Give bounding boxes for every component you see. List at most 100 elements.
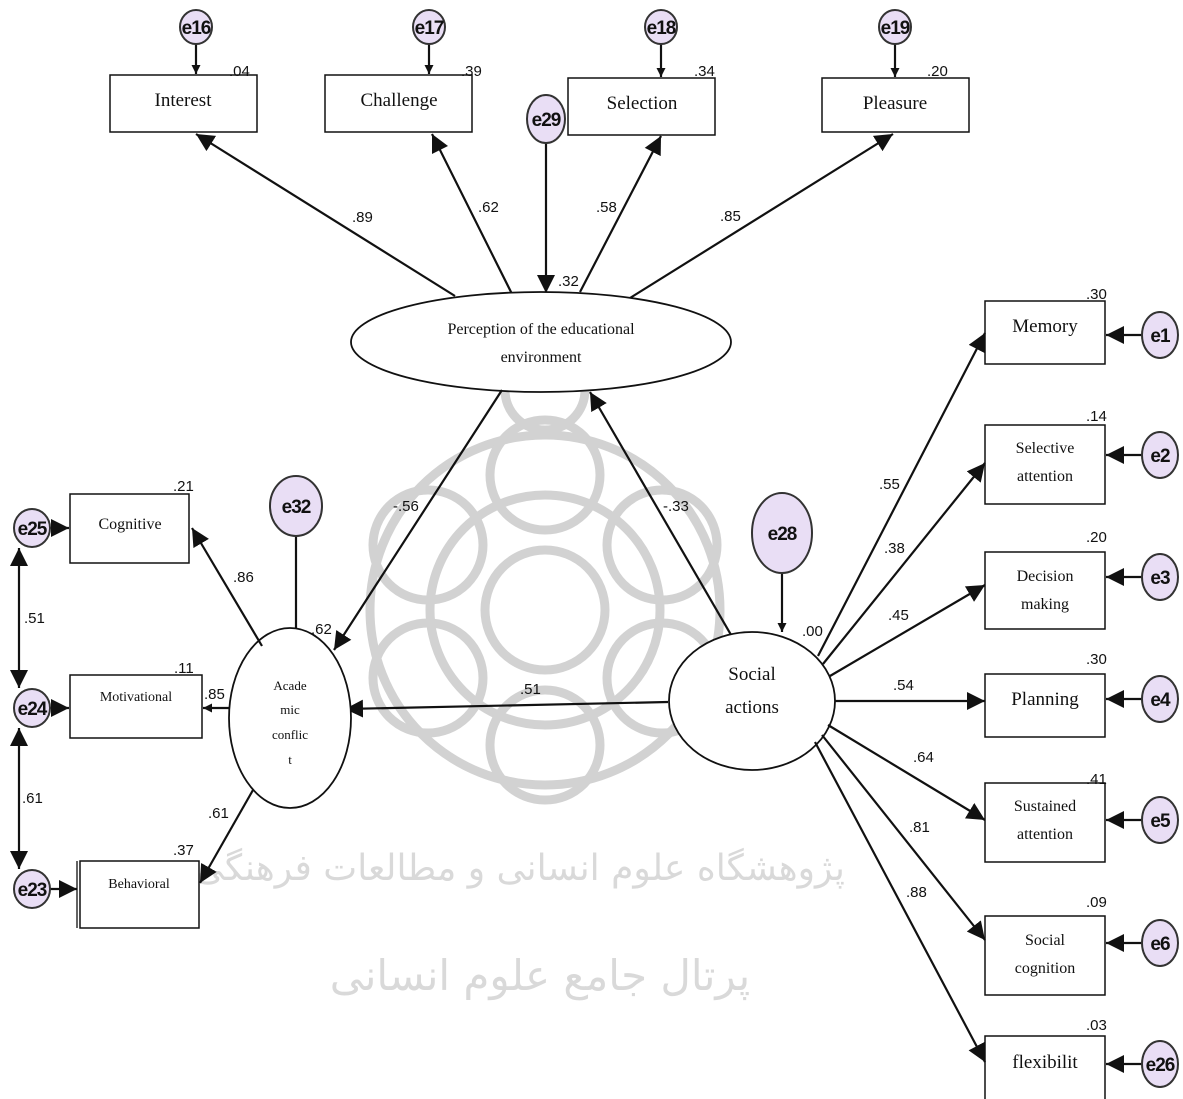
path-perception-selection: [579, 135, 662, 293]
indicator-decision-box: [984, 551, 1106, 630]
indicator-behavioral-box: [79, 860, 200, 929]
loading-challenge: .62: [478, 199, 499, 216]
indicator-sustained-box: [984, 782, 1106, 863]
indicator-selection-r2: .34: [694, 63, 715, 80]
error-label-e28: e28: [768, 524, 797, 545]
indicator-behavioral-label: Behavioral: [108, 877, 170, 892]
loading-motivational: .85: [204, 686, 225, 703]
indicator-socialcog-label-2: cognition: [1015, 960, 1075, 977]
error-label-e26: e26: [1146, 1055, 1175, 1076]
indicator-decision-r2: .20: [1086, 529, 1107, 546]
indicator-flexibility-box: [984, 1035, 1106, 1099]
latent-academic-label-3: conflic: [272, 727, 308, 742]
path-social-selective: [822, 462, 986, 665]
path-social-memory: [817, 332, 986, 657]
error-circle-e28: [751, 492, 813, 574]
loading-decision: .45: [888, 607, 909, 624]
path-academic-behavioral: [199, 789, 254, 884]
error-label-e17: e17: [415, 18, 444, 39]
path-perception-academic: [333, 389, 503, 651]
error-circle-e5: [1141, 796, 1179, 844]
indicator-cognitive-r2: .21: [173, 478, 194, 495]
latent-academic-label-2: mic: [280, 702, 300, 717]
loading-behavioral: .61: [208, 805, 229, 822]
indicator-cognitive-box: [69, 493, 190, 564]
error-label-e16: e16: [182, 18, 211, 39]
error-circle-e32: [269, 475, 323, 537]
indicator-socialcog-box: [984, 915, 1106, 996]
latent-perception-r2: .32: [558, 273, 579, 290]
error-circle-e1: [1141, 311, 1179, 359]
indicator-memory-box: [984, 300, 1106, 365]
error-circle-e3: [1141, 553, 1179, 601]
covariance-e25-e24-value: .51: [24, 610, 45, 627]
error-label-e5: e5: [1150, 811, 1171, 832]
indicator-selective-r2: .14: [1086, 408, 1107, 425]
indicator-flexibility-label: flexibilit: [1012, 1052, 1078, 1073]
error-circle-e2: [1141, 431, 1179, 479]
indicator-pleasure-label: Pleasure: [863, 93, 927, 114]
error-circle-e4: [1141, 675, 1179, 723]
path-social-flexibility: [814, 741, 986, 1063]
indicator-socialcog-r2: .09: [1086, 894, 1107, 911]
indicator-planning-r2: .30: [1086, 651, 1107, 668]
error-circle-e6: [1141, 919, 1179, 967]
path-social-perception: [589, 391, 735, 641]
coef-perception-academic: -.56: [393, 498, 419, 515]
path-social-academic: [344, 699, 669, 718]
indicator-motivational-r2: .11: [174, 660, 194, 677]
loading-selective: .38: [884, 540, 905, 557]
loading-socialcog: .81: [909, 819, 930, 836]
error-circle-e24: [13, 688, 51, 728]
indicator-pleasure-r2: .20: [927, 63, 948, 80]
latent-social-label-1: Social: [728, 664, 776, 685]
indicator-challenge-box: [324, 74, 473, 133]
indicator-selection-label: Selection: [607, 93, 678, 114]
indicator-decision-label-2: making: [1021, 596, 1069, 613]
path-social-decision: [829, 584, 986, 677]
indicator-flexibility-r2: .03: [1086, 1017, 1107, 1034]
indicator-decision-label-1: Decision: [1017, 568, 1074, 585]
indicator-planning-box: [984, 673, 1106, 738]
indicator-selective-label-1: Selective: [1016, 440, 1075, 457]
indicator-behavioral-r2: .37: [173, 842, 194, 859]
watermark-line-2: پرتال جامع علوم انسانی: [330, 951, 751, 1001]
coef-social-perception: -.33: [663, 498, 689, 515]
latent-social-r2: .00: [802, 623, 823, 640]
error-circle-e23: [13, 869, 51, 909]
loading-interest: .89: [352, 209, 373, 226]
error-label-e6: e6: [1150, 934, 1170, 955]
latent-academic-r2: .62: [311, 621, 332, 638]
error-label-e25: e25: [18, 519, 48, 540]
path-academic-cognitive: [191, 527, 263, 647]
indicator-sustained-label-2: attention: [1017, 826, 1073, 843]
loading-memory: .55: [879, 476, 900, 493]
error-label-e18: e18: [647, 18, 676, 39]
indicator-interest-r2: .04: [229, 63, 250, 80]
indicator-cognitive-label: Cognitive: [98, 516, 161, 533]
path-social-socialcog: [821, 734, 986, 941]
path-perception-pleasure: [629, 133, 894, 299]
indicator-pleasure-box: [821, 77, 970, 133]
loading-selection: .58: [596, 199, 617, 216]
covariance-e24-e23-value: .61: [22, 790, 43, 807]
loading-pleasure: .85: [720, 208, 741, 225]
indicator-memory-label: Memory: [1012, 316, 1078, 337]
indicator-socialcog-label-1: Social: [1025, 932, 1066, 949]
error-label-e2: e2: [1150, 446, 1170, 467]
loading-planning: .54: [893, 677, 914, 694]
watermark-line-1: پژوهشگاه علوم انسانی و مطالعات فرهنگی: [195, 847, 845, 889]
error-circle-e25: [13, 508, 51, 548]
indicator-selection-box: [567, 77, 716, 136]
error-label-e4: e4: [1150, 690, 1171, 711]
indicator-challenge-label: Challenge: [360, 90, 437, 111]
watermark-logo: [365, 345, 725, 805]
indicator-selective-box: [984, 424, 1106, 505]
indicator-challenge-r2: .39: [461, 63, 482, 80]
error-label-e1: e1: [1150, 326, 1171, 347]
latent-academic-conflict: [228, 627, 352, 809]
indicator-sustained-label-1: Sustained: [1014, 798, 1076, 815]
error-circle-e26: [1141, 1040, 1179, 1088]
